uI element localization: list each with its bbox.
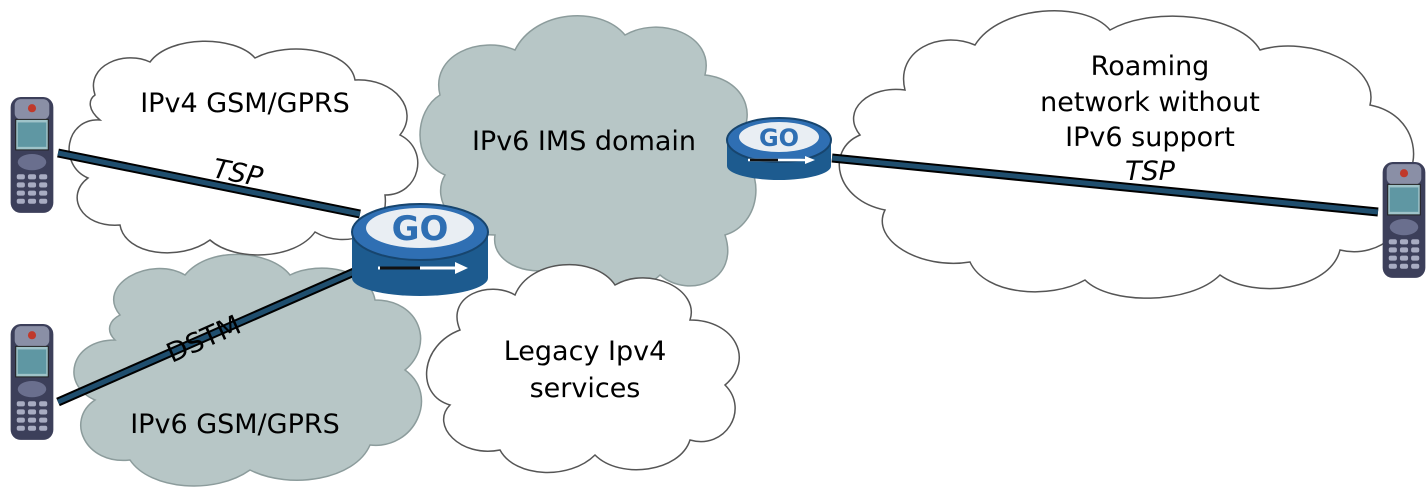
gateway-router-icon: GO (351, 203, 489, 296)
tunnel-tsp-right (831, 153, 1379, 217)
tunnel-tsp-left (57, 148, 361, 219)
label-roaming-line3: IPv6 support (1065, 122, 1235, 153)
cloud-roaming (838, 9, 1415, 299)
label-legacy-line2: services (530, 373, 641, 404)
tunnel-dstm (56, 260, 372, 407)
label-tsp-right: TSP (1125, 156, 1176, 187)
label-ipv4-gsm: IPv4 GSM/GPRS (140, 88, 350, 119)
label-roaming-line2: network without (1040, 87, 1260, 118)
cloud-legacy-ipv4 (425, 264, 741, 474)
router-small-logo-text: GO (759, 124, 799, 152)
cloud-ipv6-gsm (73, 253, 423, 487)
label-ipv6-ims: IPv6 IMS domain (472, 126, 696, 157)
gateway-router-small-icon: GO (726, 117, 832, 180)
label-ipv6-gsm: IPv6 GSM/GPRS (130, 409, 340, 440)
router-logo-text: GO (392, 209, 449, 249)
mobile-phone-icon (10, 323, 54, 441)
label-roaming-line1: Roaming (1091, 51, 1210, 82)
mobile-phone-icon (1382, 161, 1426, 279)
label-legacy-line1: Legacy Ipv4 (504, 336, 667, 367)
mobile-phone-icon (10, 96, 54, 214)
